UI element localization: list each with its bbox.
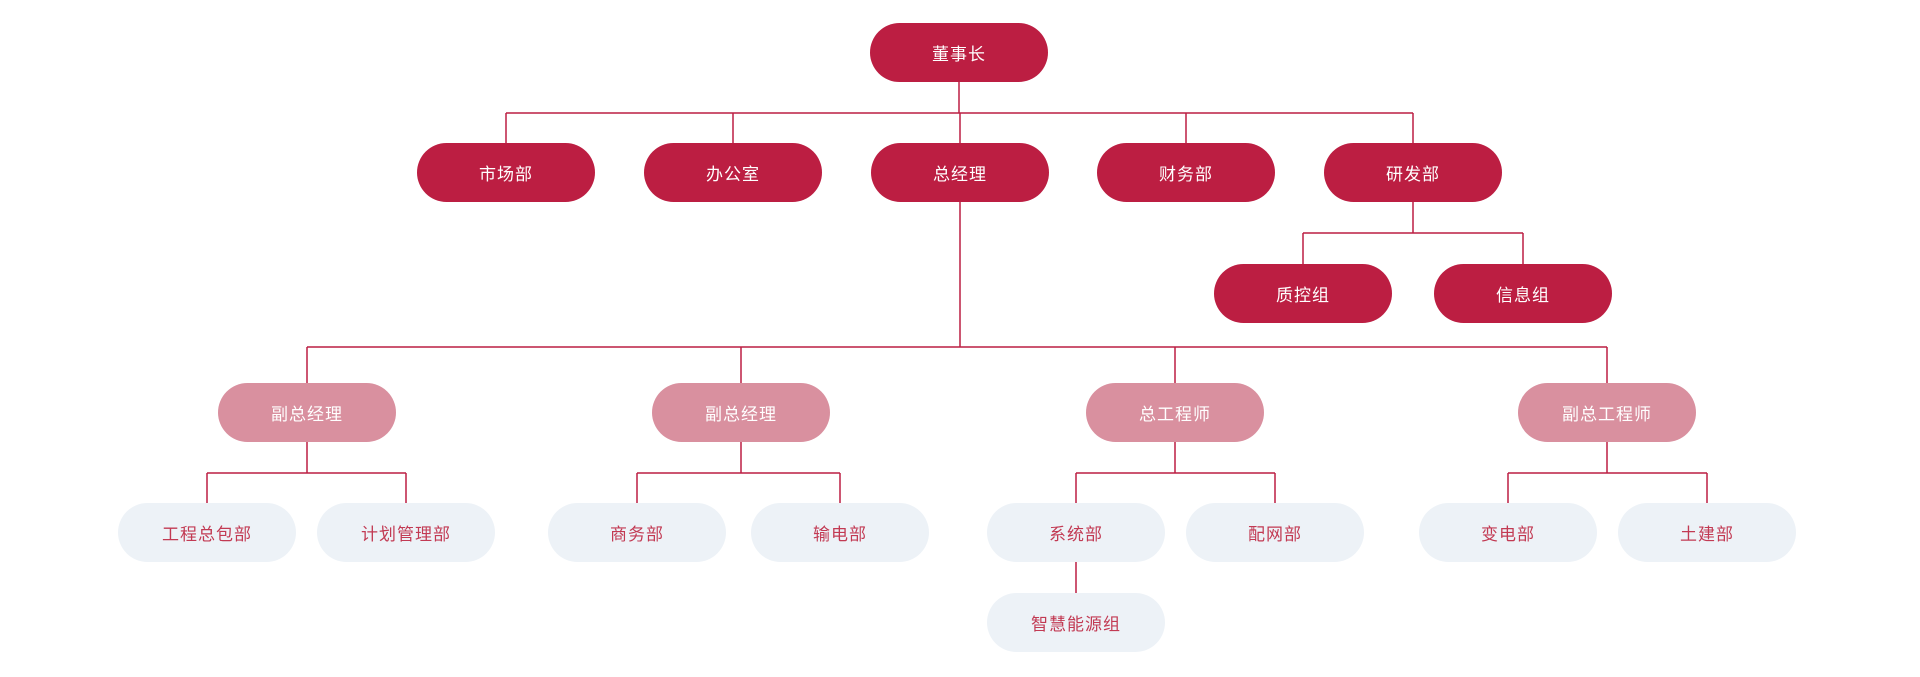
org-node-deputy-chief-engineer[interactable]: 副总工程师 [1518, 383, 1696, 442]
org-node-commerce-dept[interactable]: 商务部 [548, 503, 726, 562]
org-node-marketing-dept[interactable]: 市场部 [417, 143, 595, 202]
org-node-systems-dept[interactable]: 系统部 [987, 503, 1165, 562]
org-node-label: 智慧能源组 [1031, 615, 1121, 634]
org-node-label: 副总经理 [705, 405, 777, 424]
org-node-label: 市场部 [479, 165, 533, 184]
org-node-label: 信息组 [1496, 286, 1550, 305]
org-node-deputy-gm-2[interactable]: 副总经理 [652, 383, 830, 442]
org-node-label: 配网部 [1248, 525, 1302, 544]
org-node-label: 工程总包部 [162, 525, 252, 544]
org-node-label: 质控组 [1276, 286, 1330, 305]
org-node-label: 总经理 [933, 165, 987, 184]
org-node-epc-dept[interactable]: 工程总包部 [118, 503, 296, 562]
org-node-label: 副总经理 [271, 405, 343, 424]
org-node-chairman[interactable]: 董事长 [870, 23, 1048, 82]
org-node-office[interactable]: 办公室 [644, 143, 822, 202]
org-node-label: 土建部 [1680, 525, 1734, 544]
org-node-label: 计划管理部 [361, 525, 451, 544]
org-node-transmission-dept[interactable]: 输电部 [751, 503, 929, 562]
org-node-label: 财务部 [1159, 165, 1213, 184]
org-node-planning-mgmt-dept[interactable]: 计划管理部 [317, 503, 495, 562]
org-node-civil-engineering-dept[interactable]: 土建部 [1618, 503, 1796, 562]
org-node-label: 副总工程师 [1562, 405, 1652, 424]
org-node-label: 总工程师 [1139, 405, 1211, 424]
org-node-information-group[interactable]: 信息组 [1434, 264, 1612, 323]
org-node-label: 研发部 [1386, 165, 1440, 184]
org-node-smart-energy-group[interactable]: 智慧能源组 [987, 593, 1165, 652]
org-node-deputy-gm-1[interactable]: 副总经理 [218, 383, 396, 442]
org-node-chief-engineer[interactable]: 总工程师 [1086, 383, 1264, 442]
org-node-label: 董事长 [932, 45, 986, 64]
org-node-label: 系统部 [1049, 525, 1103, 544]
org-node-label: 输电部 [813, 525, 867, 544]
org-node-label: 变电部 [1481, 525, 1535, 544]
org-node-general-manager[interactable]: 总经理 [871, 143, 1049, 202]
org-node-rnd-dept[interactable]: 研发部 [1324, 143, 1502, 202]
org-node-quality-control-group[interactable]: 质控组 [1214, 264, 1392, 323]
org-node-label: 商务部 [610, 525, 664, 544]
org-node-substation-dept[interactable]: 变电部 [1419, 503, 1597, 562]
org-node-distribution-network-dept[interactable]: 配网部 [1186, 503, 1364, 562]
org-node-label: 办公室 [706, 165, 760, 184]
org-node-finance-dept[interactable]: 财务部 [1097, 143, 1275, 202]
